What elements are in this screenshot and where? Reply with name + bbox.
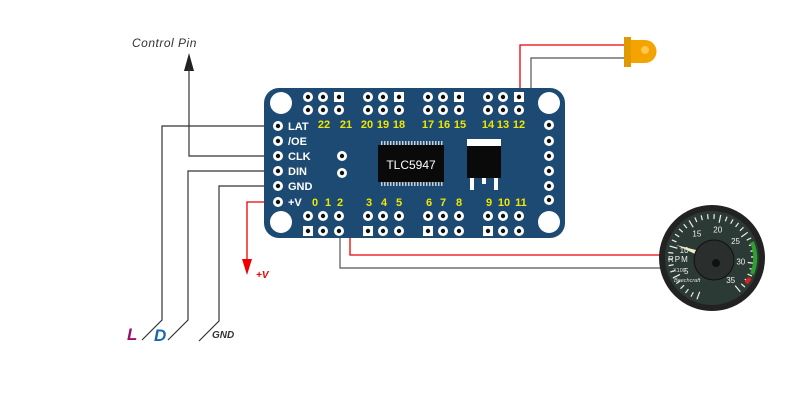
channel-label-14: 14 bbox=[482, 119, 495, 131]
channel-label-3: 3 bbox=[366, 197, 372, 209]
channel-label-12: 12 bbox=[513, 119, 525, 131]
channel-label-21: 21 bbox=[340, 119, 352, 131]
clk-wire bbox=[188, 68, 280, 157]
mounting-hole bbox=[270, 211, 292, 233]
channel-label-18: 18 bbox=[393, 119, 405, 131]
gauge-tick-label: 20 bbox=[713, 226, 722, 235]
channel-label-20: 20 bbox=[361, 119, 373, 131]
channel-label-4: 4 bbox=[381, 197, 388, 209]
channel-label-0: 0 bbox=[312, 197, 318, 209]
channel-label-16: 16 bbox=[438, 119, 450, 131]
channel-label-17: 17 bbox=[422, 119, 434, 131]
pin-label-din: DIN bbox=[288, 166, 307, 178]
channel-label-9: 9 bbox=[486, 197, 492, 209]
power-arrow-icon bbox=[242, 259, 252, 275]
channel-label-6: 6 bbox=[426, 197, 432, 209]
ground-label: GND bbox=[212, 330, 234, 341]
gauge-multiplier-label: X100 bbox=[673, 268, 686, 274]
chip-label: TLC5947 bbox=[386, 158, 436, 172]
gauge-ground-wire bbox=[339, 231, 670, 269]
pin-label-oe: /OE bbox=[288, 136, 307, 148]
din-wire bbox=[167, 170, 280, 341]
channel-label-22: 22 bbox=[318, 119, 330, 131]
mounting-hole bbox=[270, 92, 292, 114]
gauge-unit-label: RPM bbox=[668, 255, 689, 264]
data-label: D bbox=[154, 326, 166, 345]
latch-label: L bbox=[127, 325, 137, 344]
channel-label-5: 5 bbox=[396, 197, 402, 209]
gauge-tick-label: 25 bbox=[731, 237, 740, 246]
plus-v-label: +V bbox=[256, 270, 270, 281]
channel-label-1: 1 bbox=[325, 197, 331, 209]
mounting-hole bbox=[538, 211, 560, 233]
channel-label-7: 7 bbox=[440, 197, 446, 209]
channel-label-8: 8 bbox=[456, 197, 462, 209]
tlc5947-chip: TLC5947 bbox=[378, 141, 444, 186]
led bbox=[624, 37, 657, 67]
pin-label-v: +V bbox=[288, 197, 302, 209]
channel-label-15: 15 bbox=[454, 119, 466, 131]
gauge-tick-label: 15 bbox=[692, 229, 701, 238]
channel-label-11: 11 bbox=[515, 197, 527, 209]
gauge-tick-label: 10 bbox=[680, 246, 689, 255]
led-anode-wire bbox=[519, 44, 626, 97]
pin-label-lat: LAT bbox=[288, 121, 309, 133]
gauge-brand-logo: Beechcraft bbox=[674, 278, 701, 284]
gauge-tick-label: 35 bbox=[726, 276, 735, 285]
channel-label-2: 2 bbox=[337, 197, 343, 209]
channel-label-13: 13 bbox=[497, 119, 509, 131]
gauge-tick-label: 30 bbox=[736, 258, 745, 267]
pin-label-gnd: GND bbox=[288, 181, 313, 193]
pin-pads bbox=[273, 92, 554, 236]
mounting-holes bbox=[270, 92, 560, 233]
control-pin-arrow-icon bbox=[184, 53, 194, 71]
mounting-hole bbox=[538, 92, 560, 114]
gauge-tick-label: 5 bbox=[684, 267, 689, 276]
pin-label-clk: CLK bbox=[288, 151, 311, 163]
control-pin-label: Control Pin bbox=[132, 36, 197, 50]
voltage-regulator bbox=[467, 139, 501, 190]
channel-label-19: 19 bbox=[377, 119, 389, 131]
lat-wire bbox=[141, 125, 280, 341]
channel-label-10: 10 bbox=[498, 197, 510, 209]
gnd-wire bbox=[198, 185, 280, 342]
